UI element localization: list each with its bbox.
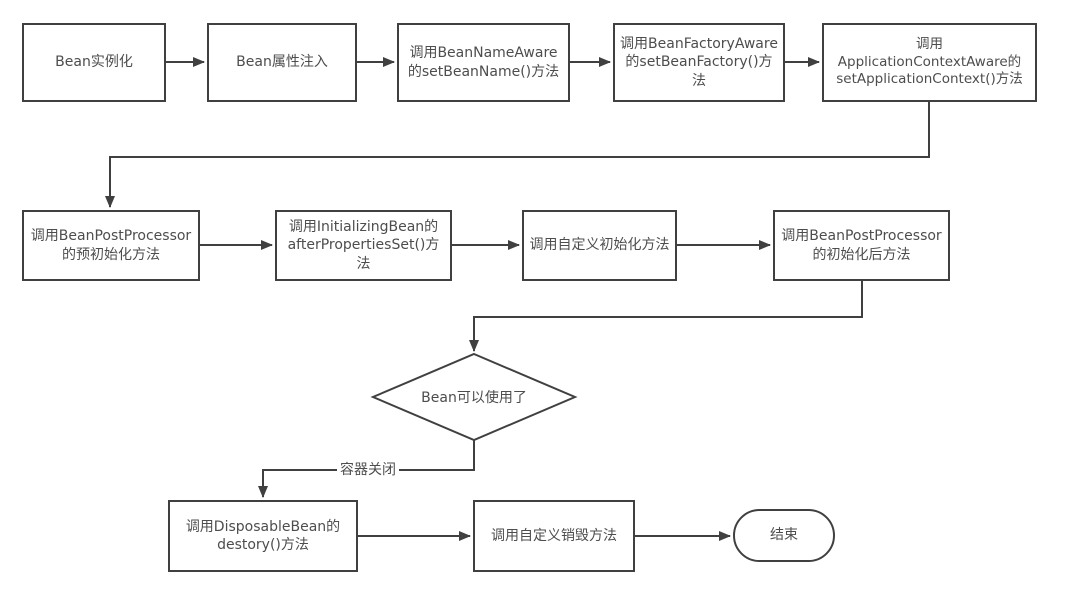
node-application-context-aware: 调用 ApplicationContextAware的 setApplicati… [822, 23, 1037, 102]
node-postprocessor-after-init: 调用BeanPostProcessor 的初始化后方法 [773, 210, 950, 281]
node-bean-property-injection: Bean属性注入 [207, 23, 357, 102]
node-postprocessor-before-init: 调用BeanPostProcessor 的预初始化方法 [22, 210, 200, 281]
node-custom-destroy: 调用自定义销毁方法 [473, 500, 635, 572]
edge-label-container-close: 容器关闭 [337, 461, 399, 479]
edge-postprocessor-after-to-bean-ready [469, 281, 863, 352]
edge-appcontextaware-to-postprocessor-before [105, 102, 930, 208]
node-end: 结束 [733, 509, 835, 562]
node-bean-name-aware: 调用BeanNameAware 的setBeanName()方法 [397, 23, 570, 102]
node-initializing-bean: 调用InitializingBean的 afterPropertiesSet()… [275, 210, 452, 281]
node-disposable-bean: 调用DisposableBean的 destory()方法 [168, 500, 358, 572]
node-bean-factory-aware: 调用BeanFactoryAware 的setBeanFactory()方 法 [613, 23, 785, 102]
node-custom-init: 调用自定义初始化方法 [522, 210, 677, 281]
node-bean-instantiate: Bean实例化 [22, 23, 166, 102]
decision-diamond-shape [370, 352, 578, 442]
